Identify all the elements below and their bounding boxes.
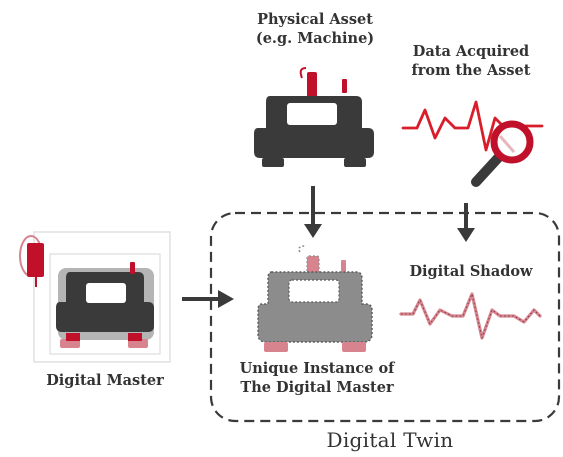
master-window (86, 283, 126, 303)
unique-instance-label: Unique Instance of The Digital Master (222, 359, 412, 397)
digital-shadow-label: Digital Shadow (409, 263, 533, 280)
digital-master-label: Digital Master (46, 372, 164, 389)
arrow-asset-to-instance (304, 186, 322, 238)
physical-asset-label: Physical Asset (e.g. Machine) (232, 10, 398, 48)
machine-indicator (342, 79, 347, 93)
master-wheel-right-core (128, 333, 142, 341)
digital-twin-title: Digital Twin (326, 428, 454, 452)
master-wheel-left-core (66, 333, 80, 341)
machine-outline-icon (257, 245, 373, 352)
magnifier-glint (498, 135, 516, 153)
master-indicator (130, 262, 135, 274)
machine-wheel-right (344, 158, 366, 167)
machine-blueprint-icon (19, 231, 171, 363)
master-tag (27, 243, 44, 277)
machine-icon (254, 67, 374, 167)
arrow-master-to-instance (182, 290, 234, 308)
machine-body (254, 96, 374, 158)
digital-twin-boundary (209, 211, 561, 423)
shadow-signal-line (399, 292, 542, 340)
machine-probe (307, 72, 317, 98)
instance-indicator (341, 260, 346, 272)
magnifier-lens (490, 120, 534, 164)
physical-asset-label-line2: (e.g. Machine) (255, 30, 375, 47)
instance-body (257, 271, 373, 343)
instance-wheel-left (264, 342, 288, 352)
instance-window (288, 279, 340, 303)
magnifier-handle (471, 153, 503, 187)
unique-instance-label-line2: The Digital Master (240, 379, 394, 396)
data-acquired-label: Data Acquired from the Asset (396, 42, 546, 80)
master-wheel-right (128, 339, 148, 348)
machine-window (287, 103, 337, 125)
data-acquired-label-line2: from the Asset (411, 62, 531, 79)
machine-probe-cable (299, 67, 307, 79)
wave-signal-icon (399, 292, 542, 340)
arrow-data-to-shadow (457, 203, 475, 242)
master-sheet-back (33, 231, 171, 363)
physical-asset-label-line1: Physical Asset (257, 11, 373, 28)
instance-cable (298, 245, 307, 253)
unique-instance-label-line1: Unique Instance of (239, 360, 395, 377)
data-acquired-label-line1: Data Acquired (412, 43, 530, 60)
master-wheel-left (60, 339, 80, 348)
magnifier-signal-icon (401, 100, 544, 187)
instance-wheel-right (342, 342, 366, 352)
machine-wheel-left (262, 158, 284, 167)
shadow-signal-dots (401, 293, 541, 339)
